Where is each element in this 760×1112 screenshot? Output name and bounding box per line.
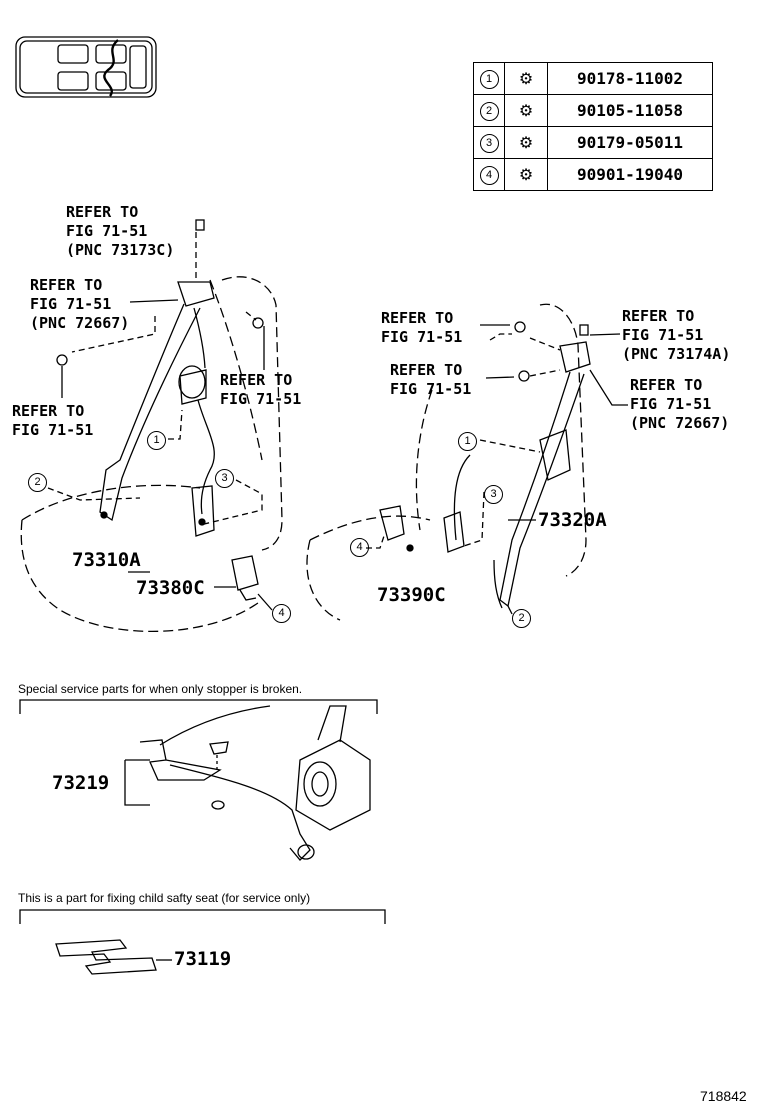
part-number-label[interactable]: 73380C — [136, 577, 205, 599]
callout-number: 4 — [272, 604, 291, 623]
flange-nut-icon: ⚙ — [518, 70, 534, 88]
right-seat-outline — [306, 303, 587, 621]
left-buckle — [231, 555, 259, 601]
legend-row: 4 ⚙ 90901-19040 — [473, 158, 713, 191]
bolt-icon: ⚙ — [518, 102, 534, 120]
legend-row: 1 ⚙ 90178-11002 — [473, 62, 713, 95]
legend-part-number: 90178-11002 — [547, 62, 713, 95]
nut-icon: ⚙ — [518, 134, 534, 152]
legend-row: 2 ⚙ 90105-11058 — [473, 94, 713, 127]
leader-lines — [47, 232, 628, 615]
legend-part-number: 90179-05011 — [547, 126, 713, 159]
vehicle-locator-icon — [15, 36, 157, 98]
reference-label[interactable]: REFER TO FIG 71-51 — [220, 371, 302, 408]
legend-number: 2 — [479, 101, 499, 121]
legend-part-number: 90901-19040 — [547, 158, 713, 191]
legend-number: 1 — [479, 69, 499, 89]
reference-label[interactable]: REFER TO FIG 71-51 — [12, 402, 94, 439]
legend-number: 4 — [479, 165, 499, 185]
callout-number: 2 — [28, 473, 47, 492]
child-seat-section-art — [19, 909, 386, 975]
stopper-section-art — [19, 699, 378, 861]
bolt-washer-icon: ⚙ — [518, 166, 534, 184]
left-seat-outline — [20, 276, 283, 633]
part-number-label[interactable]: 73310A — [72, 549, 141, 571]
left-belt-assembly — [56, 219, 264, 537]
part-number-label[interactable]: 73390C — [377, 584, 446, 606]
legend-part-number: 90105-11058 — [547, 94, 713, 127]
legend-row: 3 ⚙ 90179-05011 — [473, 126, 713, 159]
callout-number: 1 — [147, 431, 166, 450]
fastener-legend-table: 1 ⚙ 90178-11002 2 ⚙ 90105-11058 3 ⚙ 9017… — [473, 62, 713, 191]
reference-label[interactable]: REFER TO FIG 71-51 — [390, 361, 472, 398]
callout-number: 1 — [458, 432, 477, 451]
figure-id: 718842 — [700, 1088, 747, 1104]
reference-label[interactable]: REFER TO FIG 71-51 (PNC 72667) — [630, 376, 730, 432]
part-number-label[interactable]: 73119 — [174, 948, 232, 970]
part-number-label[interactable]: 73320A — [538, 509, 607, 531]
reference-label[interactable]: REFER TO FIG 71-51 (PNC 72667) — [30, 276, 130, 332]
callout-number: 2 — [512, 609, 531, 628]
callout-number: 3 — [484, 485, 503, 504]
right-belt-assembly — [379, 321, 591, 609]
stopper-note: Special service parts for when only stop… — [18, 682, 303, 696]
part-number-label[interactable]: 73219 — [52, 772, 110, 794]
reference-label[interactable]: REFER TO FIG 71-51 — [381, 309, 463, 346]
reference-label[interactable]: REFER TO FIG 71-51 (PNC 73173C) — [66, 203, 175, 259]
callout-number: 3 — [215, 469, 234, 488]
reference-label[interactable]: REFER TO FIG 71-51 (PNC 73174A) — [622, 307, 731, 363]
child-seat-note: This is a part for fixing child safty se… — [18, 891, 311, 905]
legend-number: 3 — [479, 133, 499, 153]
callout-number: 4 — [350, 538, 369, 557]
